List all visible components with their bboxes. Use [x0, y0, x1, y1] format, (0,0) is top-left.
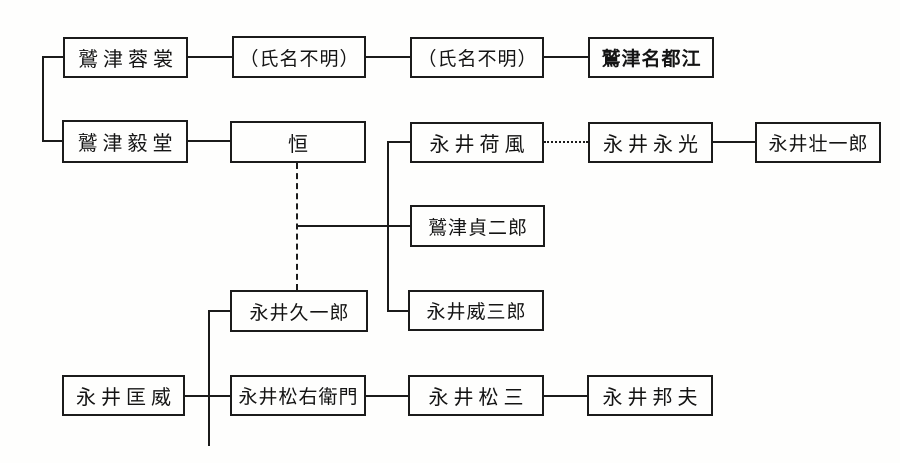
edge-kyuichiro-stub [208, 310, 230, 312]
node-nagai-kyuichiro: 永井久一郎 [230, 290, 368, 332]
edge-unknown1-unknown2 [366, 56, 410, 58]
edge-unknown2-natsue [544, 56, 588, 58]
edge-bracket-right-vertical [387, 141, 389, 312]
edge-kafu-nagamitsu-dotted [544, 141, 588, 143]
edge-branch-to-teijiro [297, 225, 410, 227]
edge-matsuemon-matsuzo [366, 395, 408, 397]
edge-gido-tsune [188, 140, 230, 142]
node-tsune: 恒 [230, 121, 366, 163]
node-washizu-yosho: 鷲津蓉裳 [63, 37, 188, 78]
edge-nagamitsu-soichiro [713, 141, 755, 143]
edge-yosho-unknown1 [188, 56, 232, 58]
node-nagai-kafu: 永井荷風 [410, 122, 544, 163]
node-nagai-izaburo: 永井威三郎 [408, 290, 544, 331]
edge-masatake-matsuemon [185, 395, 230, 397]
node-nagai-soichiro: 永井壮一郎 [755, 122, 881, 163]
edge-bracket-left-top-stub [42, 56, 63, 58]
edge-bracket-left-vertical [42, 56, 44, 141]
node-nagai-matsuzo: 永井松三 [408, 375, 544, 416]
node-unknown-1: （氏名不明） [232, 36, 366, 78]
node-washizu-gido: 鷲津毅堂 [62, 120, 188, 163]
edge-bracket-stub-izaburo [387, 310, 408, 312]
node-washizu-natsue: 鷲津名都江 [588, 37, 714, 78]
node-nagai-nagamitsu: 永井永光 [588, 122, 713, 163]
edge-bracket-left-bottom-stub [42, 140, 62, 142]
node-nagai-kunio: 永井邦夫 [587, 375, 713, 416]
edge-bracket-stub-kafu [387, 141, 410, 143]
edge-matsuzo-kunio [544, 395, 587, 397]
node-nagai-masatake: 永井匡威 [62, 375, 185, 416]
node-unknown-2: （氏名不明） [410, 37, 544, 78]
node-washizu-teijiro: 鷲津貞二郎 [410, 205, 545, 247]
node-nagai-matsuemon: 永井松右衛門 [230, 375, 366, 416]
edge-kyuichiro-descent [208, 310, 210, 446]
